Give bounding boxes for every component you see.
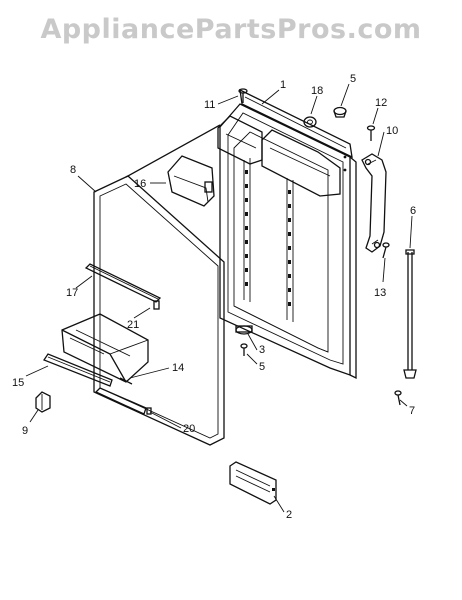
callout-7: 7 <box>409 405 415 417</box>
callout-5-top: 5 <box>350 73 356 85</box>
callout-16: 16 <box>134 178 146 190</box>
rod-screw <box>394 390 402 406</box>
screw-hinge <box>366 125 376 141</box>
callout-10: 10 <box>386 125 398 137</box>
callout-17: 17 <box>66 287 78 299</box>
callout-14: 14 <box>172 362 184 374</box>
callout-8: 8 <box>70 164 76 176</box>
screw-top <box>238 88 248 103</box>
hinge-cap <box>333 106 347 118</box>
door-kickplate <box>229 461 277 505</box>
door-gasket <box>93 124 225 446</box>
callout-6: 6 <box>410 205 416 217</box>
callout-9: 9 <box>22 425 28 437</box>
shelf-front-trim <box>43 353 113 387</box>
shelf-rail-dimples <box>245 170 291 306</box>
plug-button <box>303 116 317 128</box>
retainer-clip <box>153 300 160 310</box>
callout-18: 18 <box>311 85 323 97</box>
callout-2: 2 <box>286 509 292 521</box>
callout-leaders <box>25 83 413 513</box>
top-cover <box>167 155 215 207</box>
bottom-hinge <box>235 325 253 356</box>
callout-1: 1 <box>280 79 286 91</box>
callout-3: 3 <box>259 344 265 356</box>
callout-13: 13 <box>374 287 386 299</box>
door-panel <box>217 88 357 380</box>
bottom-shelf-bar <box>94 387 152 415</box>
callout-12: 12 <box>375 97 387 109</box>
door-handle <box>361 153 387 253</box>
callout-21: 21 <box>127 319 139 331</box>
callout-15: 15 <box>12 377 24 389</box>
callout-20: 20 <box>183 423 195 435</box>
callout-5-bottom: 5 <box>259 361 265 373</box>
trim-strip <box>84 263 162 303</box>
end-cap-bracket <box>35 391 51 413</box>
callout-labels: 1 2 3 5 5 6 7 8 9 10 11 12 13 14 15 16 1… <box>12 73 416 521</box>
handle-screw <box>382 242 390 259</box>
callout-11: 11 <box>204 99 215 111</box>
door-shelf-bin <box>61 313 149 385</box>
watermark-logo: AppliancePartsPros.com <box>40 14 422 45</box>
door-closer-rod <box>403 249 417 379</box>
